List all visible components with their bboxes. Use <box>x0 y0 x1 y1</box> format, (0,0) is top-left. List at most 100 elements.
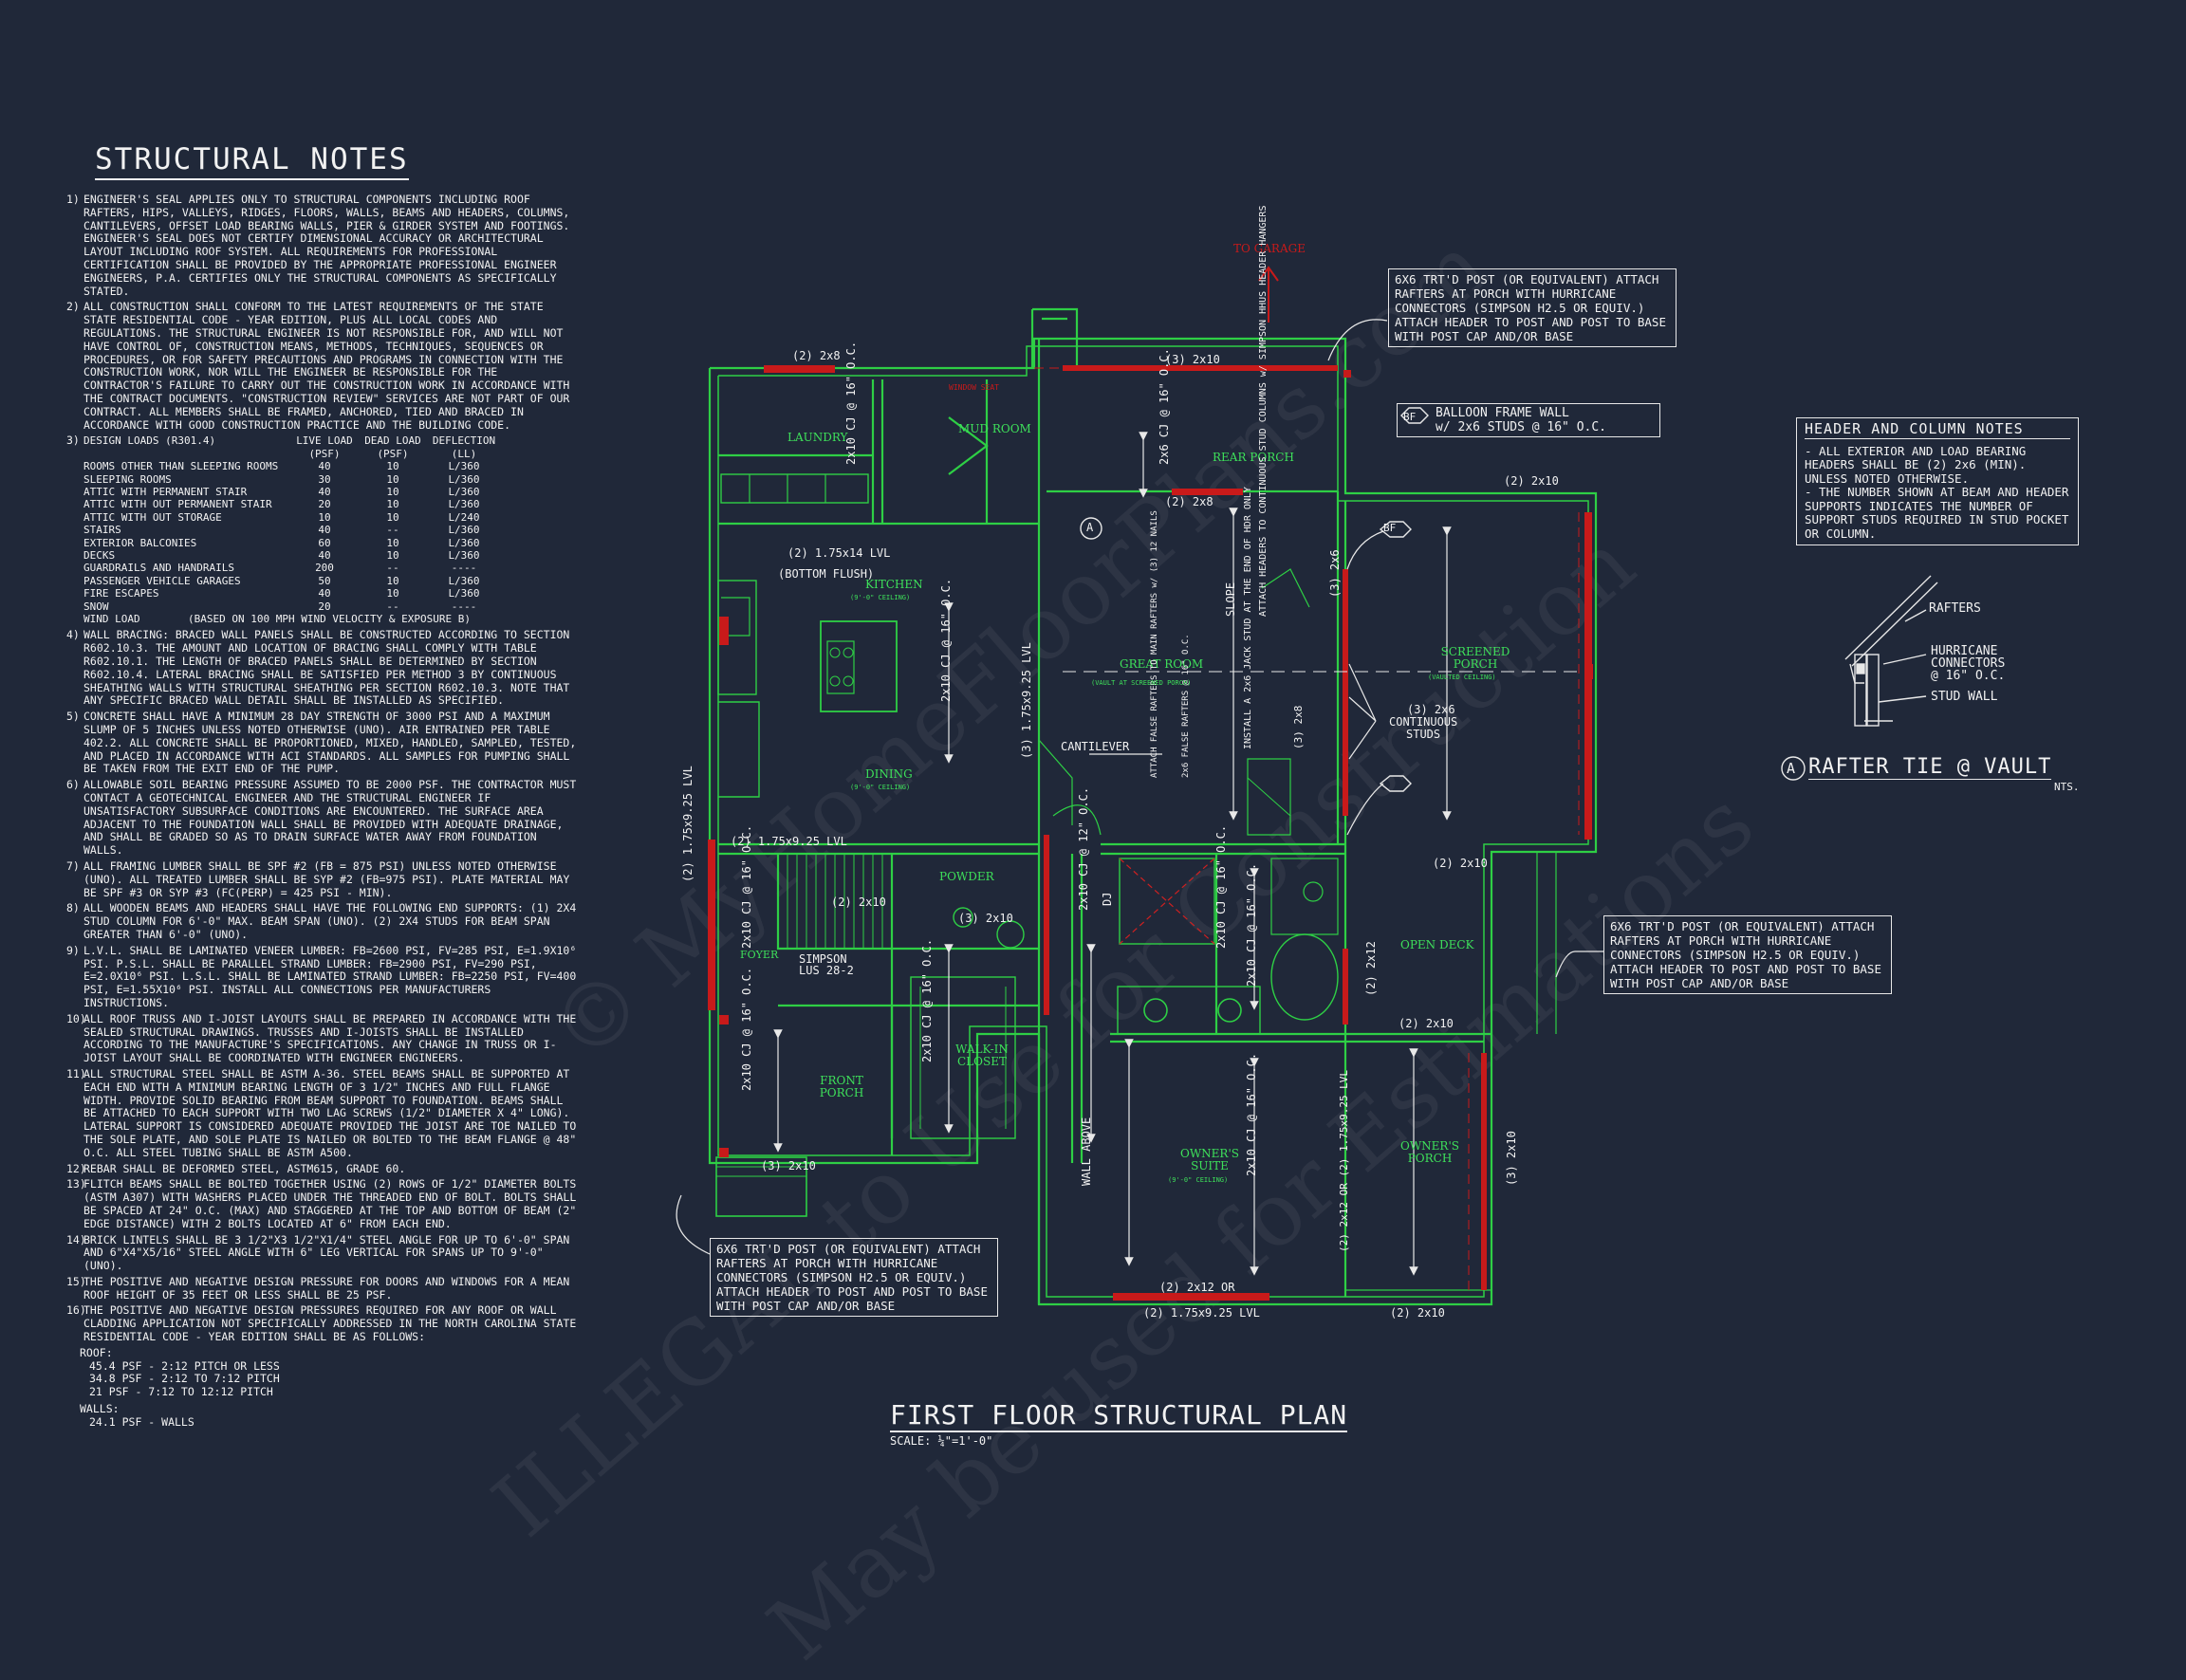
structural-label: 2x6 CJ @ 16" O.C. <box>1158 348 1171 465</box>
note-16: 16)THE POSITIVE AND NEGATIVE DESIGN PRES… <box>66 1303 577 1344</box>
structural-label: 2x6 FALSE RAFTERS @ 16" O.C. <box>1181 634 1191 778</box>
structural-label: (3) 2x10 <box>1505 1131 1518 1186</box>
note-9: 9)L.V.L. SHALL BE LAMINATED VENEER LUMBE… <box>66 943 577 1009</box>
header-column-notes: HEADER AND COLUMN NOTES - ALL EXTERIOR A… <box>1796 417 2079 545</box>
rafter-detail-nts: NTS. <box>2054 781 2080 793</box>
notes-continued: 4)WALL BRACING: BRACED WALL PANELS SHALL… <box>66 629 579 1343</box>
structural-label: 2x10 CJ @ 12" O.C. <box>1077 786 1090 911</box>
structural-label: (2) 1.75x9.25 LVL <box>1143 1306 1260 1320</box>
room-label: SCREENED PORCH <box>1440 645 1510 671</box>
section-marker-letter: A <box>1787 760 1796 777</box>
wall-pressure-value: 24.1 PSF - WALLS <box>89 1414 195 1429</box>
room-label: DINING <box>865 767 913 781</box>
stud-wall-label: STUD WALL <box>1931 690 1998 704</box>
note-5: 5)CONCRETE SHALL HAVE A MINIMUM 28 DAY S… <box>66 710 577 776</box>
structural-label: (9'-0" CEILING) <box>850 594 911 601</box>
structural-label: 2x10 CJ @ 16" O.C. <box>740 967 753 1091</box>
structural-label: (2) 2x12 <box>1364 941 1378 996</box>
callout-bottom-post: 6x6 TRT'D POST (OR EQUIVALENT) ATTACH RA… <box>710 1238 998 1317</box>
structural-label: (3) 2x8 <box>1292 705 1305 749</box>
roof-pressure-value: 45.4 PSF - 2:12 PITCH OR LESS <box>89 1358 280 1373</box>
structural-label: (VAULT AT SCREENED PORCH) <box>1091 679 1192 687</box>
rafter-detail-drawing <box>1844 575 1938 727</box>
structural-label: (2) 1.75x9.25 LVL <box>731 835 847 848</box>
plan-scale: SCALE: ¼"=1'-0" <box>890 1434 993 1448</box>
header-note-1: - ALL EXTERIOR AND LOAD BEARING HEADERS … <box>1805 443 2027 486</box>
note-13: 13)FLITCH BEAMS SHALL BE BOLTED TOGETHER… <box>66 1177 577 1230</box>
roof-pressure-value: 34.8 PSF - 2:12 TO 7:12 PITCH <box>89 1372 280 1386</box>
structural-label: (3) 1.75x9.25 LVL <box>1020 642 1033 759</box>
callout-right-post: 6x6 TRT'D POST (OR EQUIVALENT) ATTACH RA… <box>1603 915 1892 994</box>
structural-label: INSTALL A 2x6 JACK STUD AT THE END OF HD… <box>1243 487 1253 749</box>
note-2: 2)ALL CONSTRUCTION SHALL CONFORM TO THE … <box>66 300 570 432</box>
structural-label: (2) 2x10 <box>1504 474 1559 488</box>
note-10: 10)ALL ROOF TRUSS AND I-JOIST LAYOUTS SH… <box>66 1011 577 1065</box>
structural-label: (9'-0" CEILING) <box>1168 1176 1229 1184</box>
structural-label: BF <box>1383 522 1397 534</box>
roof-pressure-value: 21 PSF - 7:12 TO 12:12 PITCH <box>89 1385 273 1399</box>
room-label: POWDER <box>939 870 994 883</box>
room-label: WALK-IN CLOSET <box>955 1043 1009 1068</box>
room-label: OWNER'S PORCH <box>1400 1139 1459 1165</box>
rafters-label: RAFTERS <box>1929 601 1981 616</box>
structural-label: (3) 2x10 <box>958 912 1013 925</box>
plan-title: FIRST FLOOR STRUCTURAL PLAN <box>890 1399 1348 1432</box>
room-label: OPEN DECK <box>1400 938 1474 951</box>
structural-label: (2) 2x10 <box>831 895 886 909</box>
note-1: 1)ENGINEER'S SEAL APPLIES ONLY TO STRUCT… <box>66 193 570 298</box>
note-3-design-loads: 3) DESIGN LOADS (R301.4) LIVE LOAD (PSF)… <box>66 434 579 625</box>
structural-label: (2) 1.75x14 LVL <box>787 546 891 560</box>
structural-label: A <box>1086 521 1094 534</box>
structural-label: (2) 2x10 <box>1399 1017 1454 1030</box>
note-4: 4)WALL BRACING: BRACED WALL PANELS SHALL… <box>66 628 570 708</box>
structural-label: LUS 28-2 <box>799 964 854 977</box>
structural-label: (3) 2x6 <box>1328 549 1342 598</box>
callout-top-post: 6x6 TRT'D POST (OR EQUIVALENT) ATTACH RA… <box>1388 268 1677 347</box>
loads-header: DESIGN LOADS (R301.4) LIVE LOAD (PSF) DE… <box>83 434 496 460</box>
structural-notes: 1)ENGINEER'S SEAL APPLIES ONLY TO STRUCT… <box>66 193 579 1430</box>
structural-label: ATTACH HEADERS TO CONTINUOUS STUD COLUMN… <box>1258 205 1269 617</box>
header-notes-title: HEADER AND COLUMN NOTES <box>1805 422 2070 439</box>
structural-label: 2x10 CJ @ 16" O.C. <box>920 938 934 1062</box>
structural-label: 2x10 CJ @ 16" O.C. <box>844 341 858 465</box>
structural-label: (9'-0" CEILING) <box>850 784 911 791</box>
structural-label: (2) 1.75x9.25 LVL <box>681 766 695 882</box>
structural-label: (2) 2x10 <box>1433 857 1488 870</box>
structural-label: DJ <box>1101 892 1114 906</box>
structural-label: 2x10 CJ @ 16" O.C. <box>1245 1052 1258 1176</box>
structural-label: (2) 2x10 <box>1390 1306 1445 1320</box>
note-15: 15)THE POSITIVE AND NEGATIVE DESIGN PRES… <box>66 1274 570 1302</box>
structural-label: (3) 2x10 <box>761 1159 816 1172</box>
room-label: OWNER'S SUITE <box>1180 1147 1239 1172</box>
structural-label: 2x10 CJ @ 16" O.C. <box>939 578 953 702</box>
room-label: FOYER <box>740 949 779 961</box>
beam-markers <box>708 365 1593 1301</box>
exterior-wall <box>708 337 1598 1306</box>
structural-label: SIMPSON <box>799 952 847 966</box>
structural-label: (2) 2x12 OR <box>1159 1281 1235 1294</box>
structural-label: ATTACH FALSE RAFTERS TO MAIN RAFTERS w/ … <box>1150 510 1159 778</box>
room-label: GREAT ROOM <box>1120 657 1204 671</box>
structural-label: WINDOW SEAT <box>949 383 999 392</box>
room-label: REAR PORCH <box>1213 451 1294 464</box>
loads-wind-row: WIND LOAD(BASED ON 100 MPH WIND VELOCITY… <box>83 613 472 626</box>
structural-label: 2x10 CJ @ 16" O.C. <box>1245 862 1258 987</box>
structural-label: SLOPE <box>1224 582 1237 617</box>
structural-label: (2) 2x8 <box>1165 495 1213 508</box>
room-label: FRONT PORCH <box>819 1074 864 1099</box>
section-a-marker <box>1080 517 1102 540</box>
